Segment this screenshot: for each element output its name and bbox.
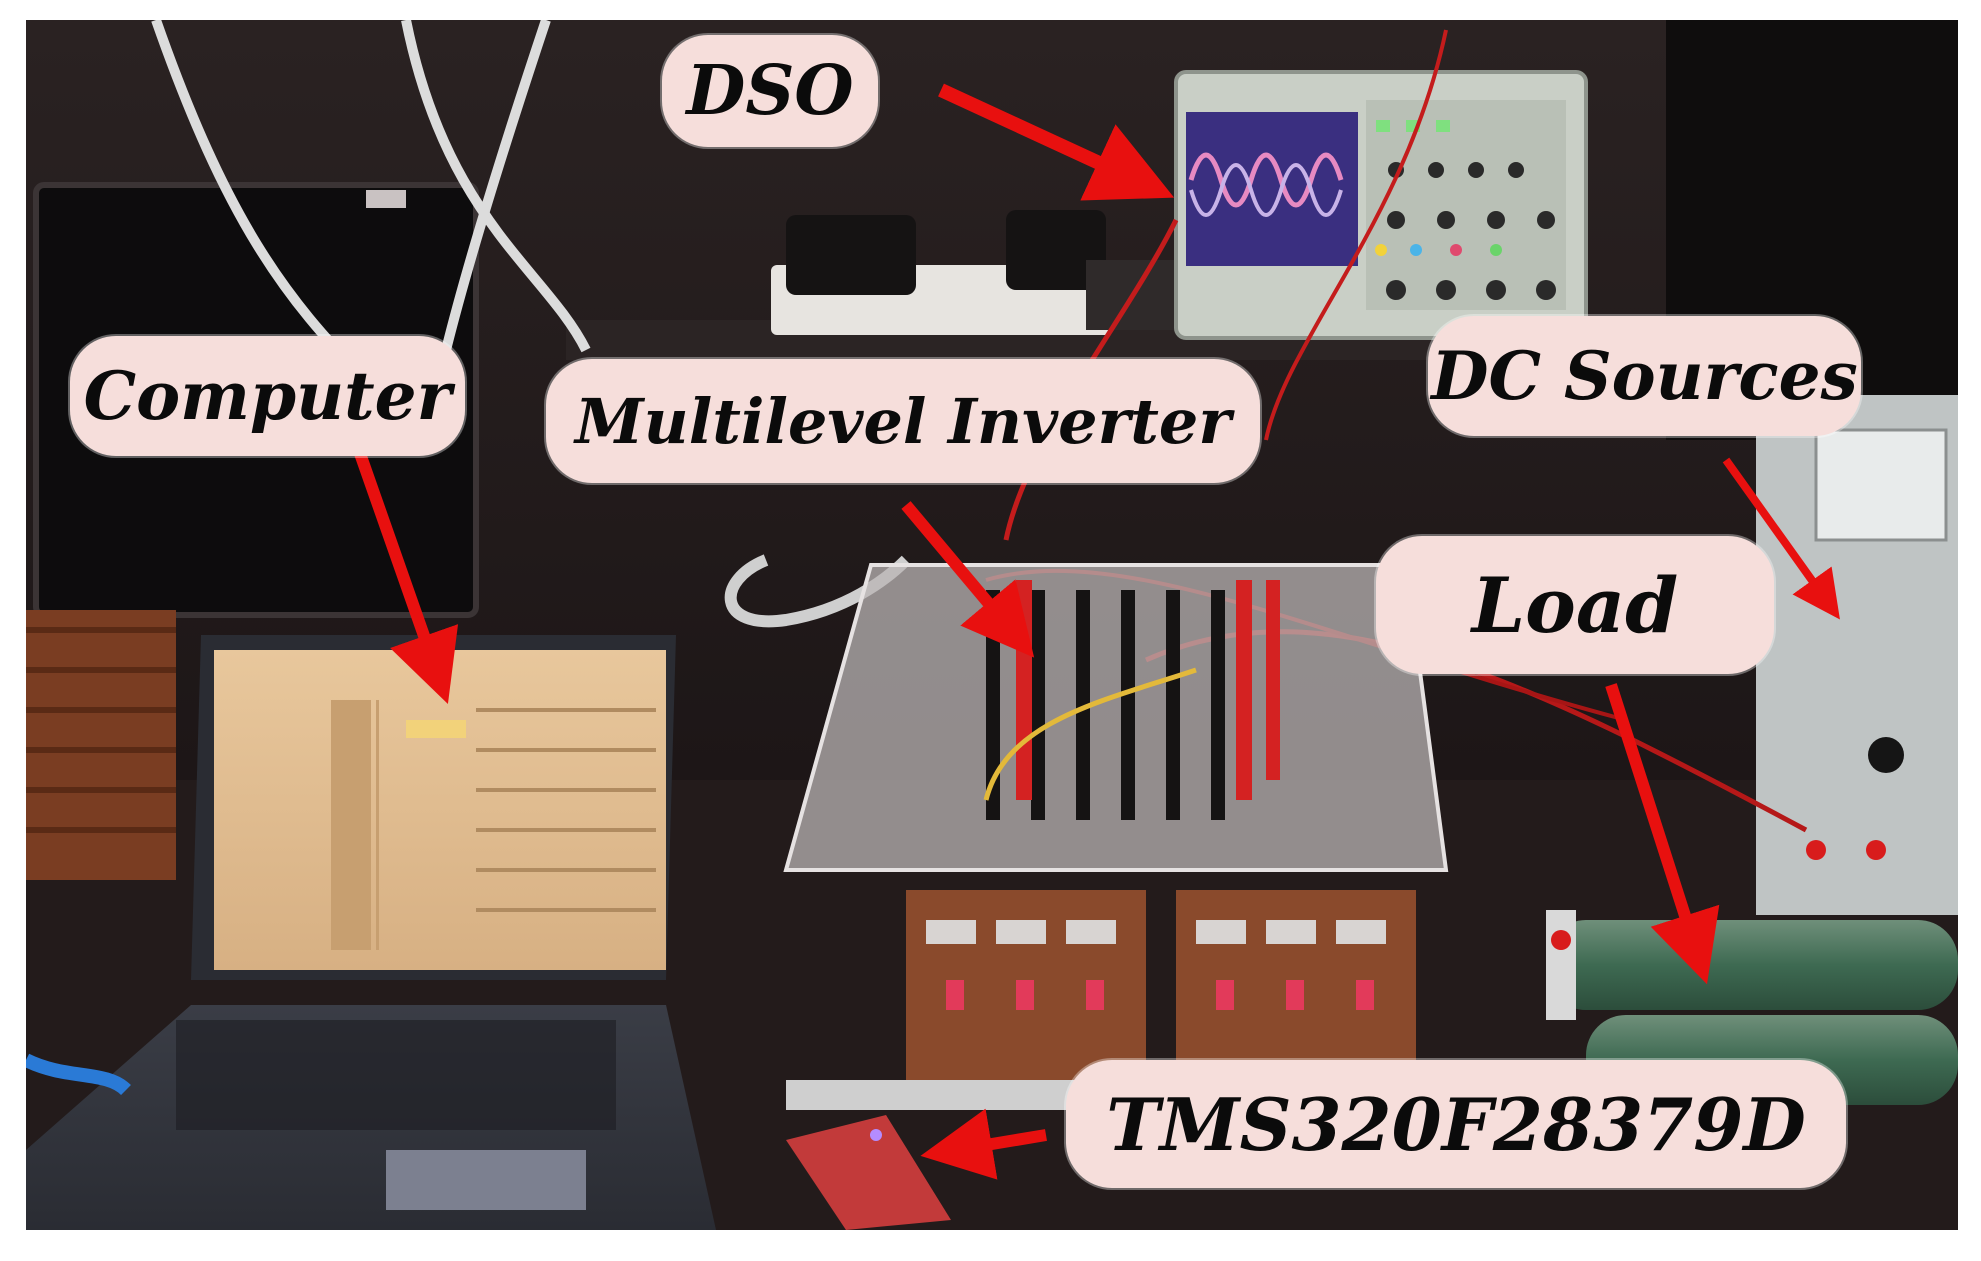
dso-label: DSO bbox=[662, 35, 878, 147]
lab-setup-photo: DSO Computer Multilevel Inverter DC Sour… bbox=[26, 20, 1958, 1230]
dc-sources-label: DC Sources bbox=[1428, 316, 1861, 436]
computer-label: Computer bbox=[70, 336, 465, 456]
multilevel-inverter-label: Multilevel Inverter bbox=[546, 359, 1260, 483]
tms320f28379d-label: TMS320F28379D bbox=[1066, 1060, 1846, 1188]
load-label: Load bbox=[1376, 536, 1774, 674]
